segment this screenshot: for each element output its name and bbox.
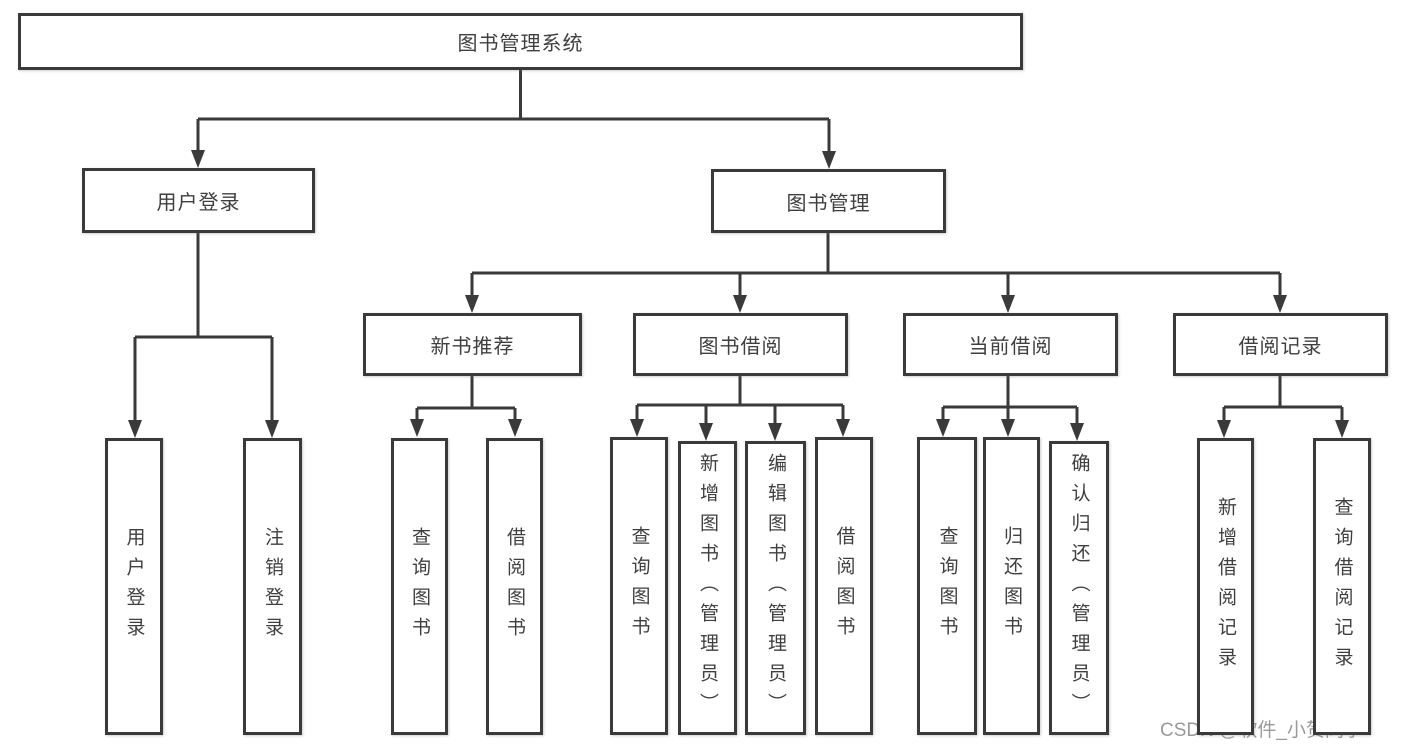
connector-current-borrow-to-leaves — [941, 376, 1079, 423]
leaf-query-books-recommend-label: 查询图书 — [409, 526, 430, 647]
arrowheads — [128, 150, 1349, 441]
leaf-query-borrow-record: 查询借阅记录 — [1313, 438, 1371, 735]
leaf-borrow-books-label: 借阅图书 — [833, 526, 855, 646]
leaf-return-book-label: 归还图书 — [1001, 526, 1022, 646]
node-root: 图书管理系统 — [18, 13, 1023, 70]
node-book-borrow: 图书借阅 — [633, 313, 848, 376]
leaf-borrow-books-recommend: 借阅图书 — [486, 438, 543, 735]
node-user-login: 用户登录 — [82, 168, 315, 233]
leaf-query-books-current-label: 查询图书 — [936, 526, 958, 646]
leaf-add-borrow-record: 新增借阅记录 — [1197, 438, 1254, 735]
leaf-logout: 注销登录 — [243, 438, 302, 735]
leaf-query-books-current: 查询图书 — [917, 437, 977, 735]
node-user-login-label: 用户登录 — [156, 192, 241, 214]
leaf-add-book-admin-label: 新增图书（管理员） — [697, 453, 718, 723]
node-new-book-recommend: 新书推荐 — [363, 313, 582, 376]
leaf-confirm-return-admin-label: 确认归还（管理员） — [1068, 453, 1090, 723]
node-book-mgmt: 图书管理 — [711, 169, 946, 233]
leaf-user-login-label: 用户登录 — [123, 526, 145, 647]
connector-borrow-records-to-leaves — [1222, 376, 1344, 420]
connector-root-to-level1 — [196, 70, 831, 153]
leaf-add-book-admin: 新增图书（管理员） — [678, 441, 737, 735]
node-borrow-records-label: 借阅记录 — [1238, 336, 1323, 358]
node-root-label: 图书管理系统 — [457, 33, 584, 55]
connector-book-mgmt-to-sections — [470, 233, 1282, 296]
node-book-mgmt-label: 图书管理 — [786, 192, 871, 215]
leaf-borrow-books: 借阅图书 — [815, 437, 873, 735]
leaf-edit-book-admin-label: 编辑图书（管理员） — [765, 453, 786, 723]
node-current-borrow: 当前借阅 — [903, 313, 1118, 376]
leaf-query-books-borrow: 查询图书 — [610, 437, 668, 735]
leaf-query-books-borrow-label: 查询图书 — [628, 526, 650, 646]
leaf-borrow-books-recommend-label: 借阅图书 — [504, 526, 525, 647]
connector-user-login-to-leaves — [133, 233, 274, 421]
leaf-add-borrow-record-label: 新增借阅记录 — [1215, 496, 1236, 677]
node-new-book-recommend-label: 新书推荐 — [430, 336, 515, 358]
connector-book-borrow-to-leaves — [635, 376, 845, 423]
leaf-user-login: 用户登录 — [105, 438, 163, 735]
node-book-borrow-label: 图书借阅 — [698, 336, 783, 358]
leaf-edit-book-admin: 编辑图书（管理员） — [745, 441, 806, 735]
leaf-query-books-recommend: 查询图书 — [391, 438, 448, 735]
leaf-logout-label: 注销登录 — [262, 526, 283, 647]
leaf-return-book: 归还图书 — [983, 437, 1040, 735]
connector-new-book-to-leaves — [415, 376, 517, 420]
node-borrow-records: 借阅记录 — [1173, 313, 1388, 376]
node-current-borrow-label: 当前借阅 — [968, 336, 1053, 358]
leaf-confirm-return-admin: 确认归还（管理员） — [1049, 441, 1109, 735]
leaf-query-borrow-record-label: 查询借阅记录 — [1331, 496, 1353, 677]
